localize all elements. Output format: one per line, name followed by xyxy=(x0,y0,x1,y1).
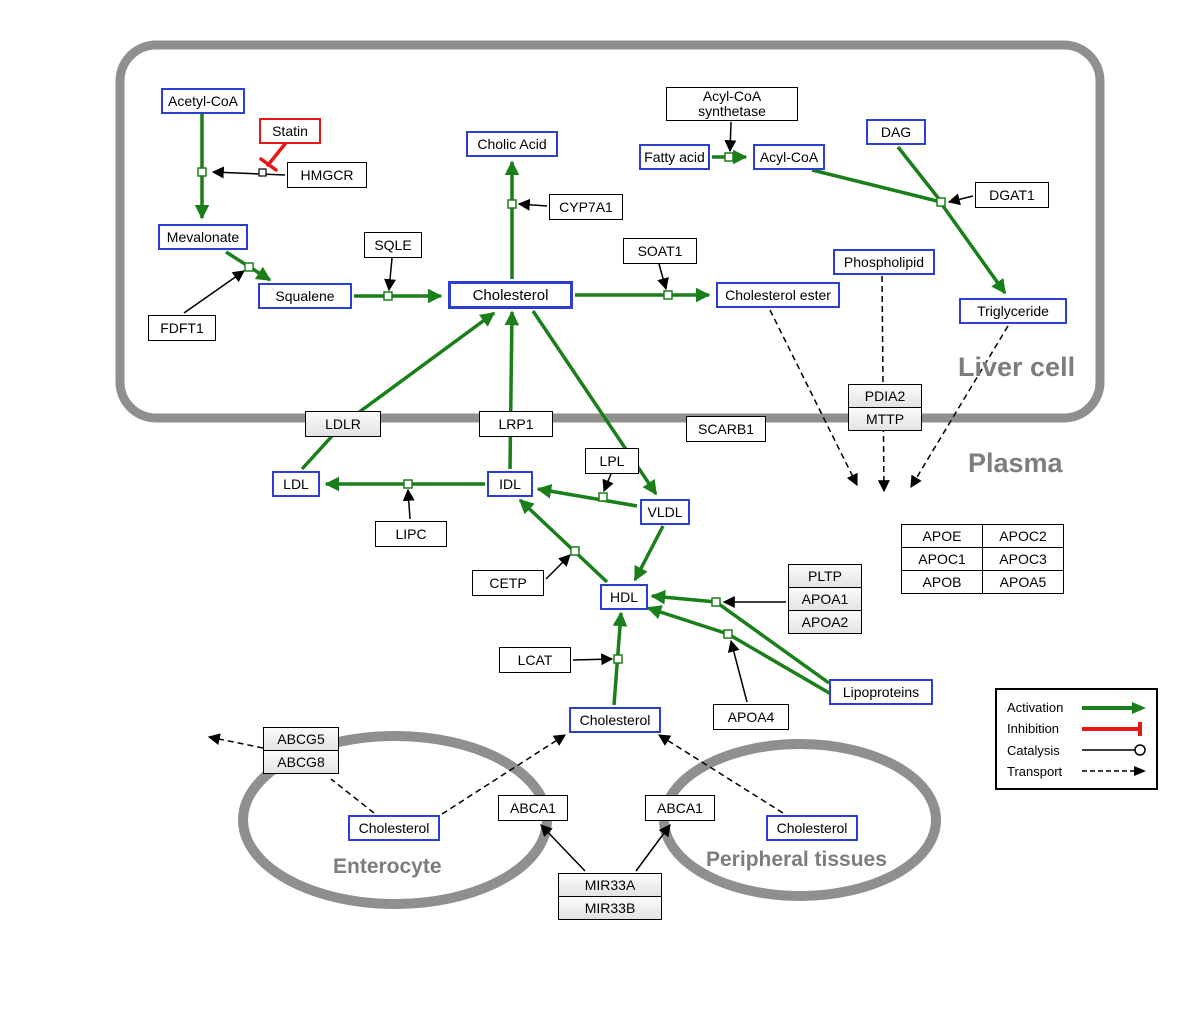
node-cyp7a1[interactable]: CYP7A1 xyxy=(549,194,623,220)
node-apoe[interactable]: APOE xyxy=(901,524,983,548)
catalysis-edges xyxy=(183,121,974,872)
node-apoc1[interactable]: APOC1 xyxy=(901,547,983,571)
transport-edges xyxy=(207,275,1009,815)
reaction-anchors xyxy=(197,152,946,664)
node-lipoproteins[interactable]: Lipoproteins xyxy=(829,679,933,705)
acyl-coa-synthetase-line2: synthetase xyxy=(698,103,766,119)
inhibition-tbar-icon xyxy=(1082,721,1142,736)
node-acyl-coa-synthetase[interactable]: Acyl-CoA synthetase xyxy=(666,87,798,121)
node-scarb1[interactable]: SCARB1 xyxy=(686,416,766,442)
liver-cell-label: Liver cell xyxy=(958,352,1076,382)
node-fdft1[interactable]: FDFT1 xyxy=(148,315,216,341)
node-squalene[interactable]: Squalene xyxy=(258,283,352,309)
transport-dashed-arrow-icon xyxy=(1082,766,1146,777)
node-apob[interactable]: APOB xyxy=(901,570,983,594)
node-mevalonate[interactable]: Mevalonate xyxy=(158,224,248,250)
node-acyl-coa-2[interactable]: Acyl-CoA xyxy=(753,144,825,170)
node-soat1[interactable]: SOAT1 xyxy=(623,238,697,264)
legend-row-catalysis: Catalysis xyxy=(1007,740,1146,761)
node-apoc2[interactable]: APOC2 xyxy=(982,524,1064,548)
node-acetyl-coa[interactable]: Acetyl-CoA xyxy=(161,88,245,114)
node-cholesterol-peripheral[interactable]: Cholesterol xyxy=(766,815,858,841)
node-phospholipid[interactable]: Phospholipid xyxy=(833,249,935,275)
activation-arrow-icon xyxy=(1082,701,1146,714)
node-cetp[interactable]: CETP xyxy=(472,570,544,596)
inhibition-edge xyxy=(259,142,287,172)
node-apoa4[interactable]: APOA4 xyxy=(713,704,789,730)
node-apoa1[interactable]: APOA1 xyxy=(788,587,862,611)
node-mir33a[interactable]: MIR33A xyxy=(558,873,662,897)
node-cholesterol-enterocyte[interactable]: Cholesterol xyxy=(348,815,440,841)
node-abca1-right[interactable]: ABCA1 xyxy=(645,795,715,821)
node-pltp[interactable]: PLTP xyxy=(788,564,862,588)
node-hmgcr[interactable]: HMGCR xyxy=(287,162,367,188)
node-apoa5[interactable]: APOA5 xyxy=(982,570,1064,594)
enterocyte-label: Enterocyte xyxy=(333,855,442,878)
node-lcat[interactable]: LCAT xyxy=(499,647,571,673)
node-apoc3[interactable]: APOC3 xyxy=(982,547,1064,571)
legend-inhibition-label: Inhibition xyxy=(1007,721,1060,737)
node-pdia2[interactable]: PDIA2 xyxy=(848,384,922,408)
legend-activation-label: Activation xyxy=(1007,700,1064,716)
node-lpl[interactable]: LPL xyxy=(585,448,639,474)
node-fatty-acid[interactable]: Fatty acid xyxy=(639,144,710,170)
node-abcg8[interactable]: ABCG8 xyxy=(263,750,339,774)
node-cholesterol-liver[interactable]: Cholesterol xyxy=(448,281,573,309)
peripheral-tissues-label: Peripheral tissues xyxy=(706,848,887,871)
node-sqle[interactable]: SQLE xyxy=(364,232,422,258)
legend-row-transport: Transport xyxy=(1007,761,1146,782)
node-idl[interactable]: IDL xyxy=(487,471,533,497)
plasma-label: Plasma xyxy=(968,448,1063,478)
node-triglyceride[interactable]: Triglyceride xyxy=(959,298,1067,324)
legend-transport-label: Transport xyxy=(1007,763,1063,779)
node-dgat1[interactable]: DGAT1 xyxy=(975,182,1049,208)
node-ldlr[interactable]: LDLR xyxy=(305,411,381,437)
node-vldl[interactable]: VLDL xyxy=(640,499,690,525)
node-ldl[interactable]: LDL xyxy=(272,471,320,497)
liver-cell-membrane xyxy=(115,40,1105,423)
legend-row-inhibition: Inhibition xyxy=(1007,718,1146,739)
node-dag[interactable]: DAG xyxy=(866,119,926,145)
node-statin[interactable]: Statin xyxy=(259,118,321,144)
node-abcg5[interactable]: ABCG5 xyxy=(263,727,339,751)
legend: Activation Inhibition Catalysis Transpor… xyxy=(995,688,1158,790)
node-mir33b[interactable]: MIR33B xyxy=(558,896,662,920)
node-cholesterol-ester[interactable]: Cholesterol ester xyxy=(716,282,840,308)
legend-catalysis-label: Catalysis xyxy=(1007,742,1060,758)
node-abca1-left[interactable]: ABCA1 xyxy=(498,795,568,821)
node-lipc[interactable]: LIPC xyxy=(375,521,447,547)
acyl-coa-synthetase-line1: Acyl-CoA xyxy=(702,88,762,104)
node-mttp[interactable]: MTTP xyxy=(848,407,922,431)
catalysis-circle-icon xyxy=(1082,744,1146,756)
node-apoa2[interactable]: APOA2 xyxy=(788,610,862,634)
node-lrp1[interactable]: LRP1 xyxy=(479,411,553,437)
node-cholesterol-plasma[interactable]: Cholesterol xyxy=(569,707,661,733)
node-cholic-acid[interactable]: Cholic Acid xyxy=(466,131,558,157)
node-hdl[interactable]: HDL xyxy=(600,584,648,610)
legend-row-activation: Activation xyxy=(1007,697,1146,718)
